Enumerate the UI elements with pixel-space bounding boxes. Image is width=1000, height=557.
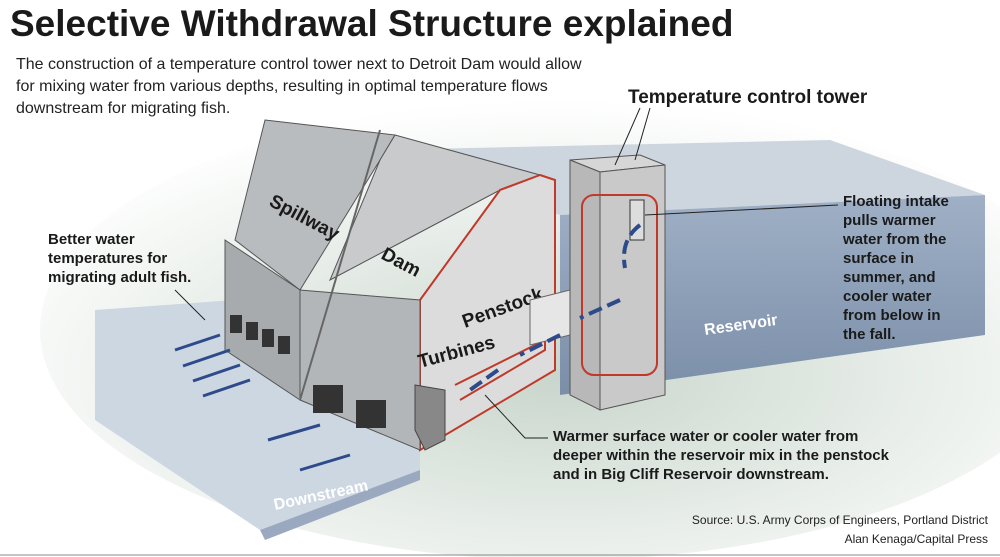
callout-line: migrating adult fish. [48, 269, 191, 286]
intake-callout: Floating intake pulls warmer water from … [842, 193, 949, 343]
fish-callout: Better water temperatures for migrating … [48, 231, 191, 286]
leader-lines [174, 107, 839, 439]
callout-line: deeper within the reservoir mix in the p… [553, 447, 890, 464]
reservoir: Reservoir [380, 140, 985, 395]
callout-line: Warmer surface water or cooler water fro… [553, 428, 858, 445]
callout-line: summer, and [843, 269, 936, 286]
tower-label: Temperature control tower [628, 87, 868, 108]
downstream-arrows [174, 333, 351, 472]
callout-line: the fall. [843, 326, 896, 343]
callout-line: water from the [842, 231, 946, 248]
subtitle-line: for mixing water from various depths, re… [16, 78, 548, 95]
callout-line: cooler water [843, 288, 932, 305]
callout-line: and in Big Cliff Reservoir downstream. [553, 466, 829, 483]
callout-line: temperatures for [48, 250, 167, 267]
dam: Spillway Dam Penstock Turbines [224, 119, 556, 452]
page-title: Selective Withdrawal Structure explained [10, 3, 733, 44]
callout-line: from below in [843, 307, 941, 324]
subtitle: The construction of a temperature contro… [16, 56, 582, 117]
turbine [414, 384, 446, 451]
subtitle-line: downstream for migrating fish. [16, 100, 230, 117]
artist-credit: Alan Kenaga/Capital Press [845, 532, 988, 546]
callout-line: Floating intake [843, 193, 949, 210]
callout-line: Better water [48, 231, 135, 248]
flow-arrows [468, 223, 642, 392]
source-credit: Source: U.S. Army Corps of Engineers, Po… [692, 513, 989, 527]
callout-line: pulls warmer [843, 212, 936, 229]
temperature-control-tower [569, 154, 666, 411]
penstock-outline [454, 338, 546, 401]
subtitle-line: The construction of a temperature contro… [16, 56, 582, 73]
mix-callout: Warmer surface water or cooler water fro… [553, 428, 890, 483]
callout-line: surface in [843, 250, 914, 267]
downstream-water: Downstream [95, 300, 420, 540]
